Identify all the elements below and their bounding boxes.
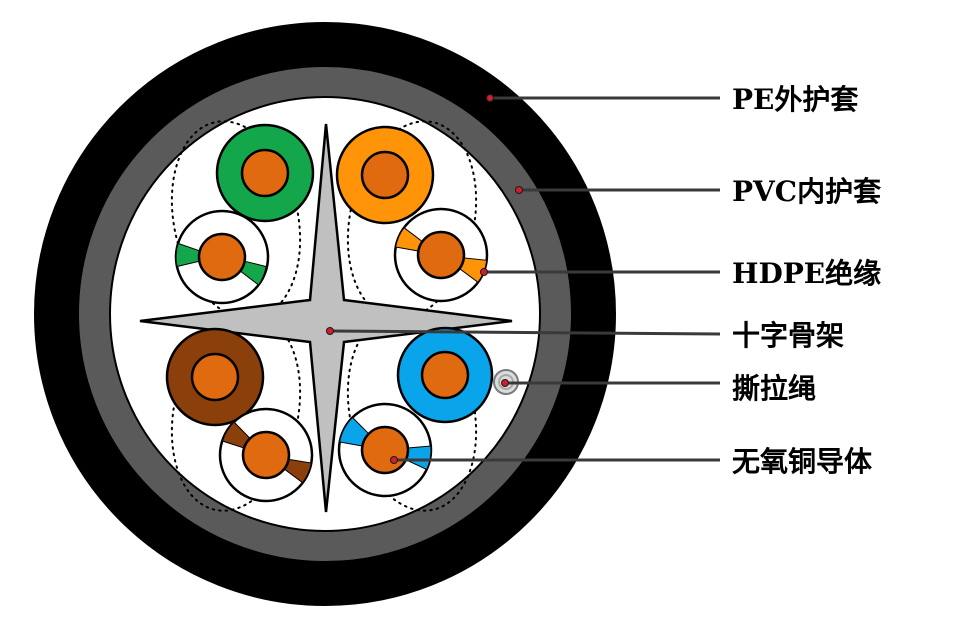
- label-ripcord: 撕拉绳: [732, 372, 816, 405]
- leader-cross: [329, 329, 721, 336]
- conductor-orange-white: [416, 230, 466, 280]
- conductor-green-white: [197, 232, 247, 282]
- conductor-brown: [190, 352, 240, 402]
- label-cross-filler: 十字骨架: [732, 319, 844, 352]
- marker-pvc: [515, 186, 523, 194]
- conductor-orange: [360, 150, 410, 200]
- conductor-green: [240, 148, 290, 198]
- marker-conductor: [390, 456, 398, 464]
- wire-striped-green: [174, 209, 270, 305]
- conductor-brown-white: [241, 430, 291, 480]
- marker-hdpe: [480, 268, 488, 276]
- wire-striped-orange: [393, 207, 489, 303]
- wire-striped-brown: [218, 407, 314, 503]
- marker-pe: [486, 94, 494, 102]
- conductor-blue: [420, 350, 470, 400]
- conductor-blue-white: [360, 425, 410, 475]
- pair-brown: [165, 327, 314, 503]
- label-pe-jacket: PE外护套: [732, 83, 859, 116]
- label-conductor: 无氧铜导体: [732, 445, 873, 478]
- marker-dots: [326, 94, 523, 464]
- wire-striped-blue: [337, 402, 433, 498]
- pair-orange: [335, 125, 489, 303]
- cross-filler: [139, 123, 513, 513]
- marker-ripcord: [501, 379, 509, 387]
- label-pvc-jacket: PVC内护套: [732, 175, 882, 208]
- label-hdpe-insulation: HDPE绝缘: [732, 257, 881, 290]
- leader-lines: [329, 96, 721, 462]
- pair-green: [174, 123, 315, 305]
- marker-cross: [326, 327, 334, 335]
